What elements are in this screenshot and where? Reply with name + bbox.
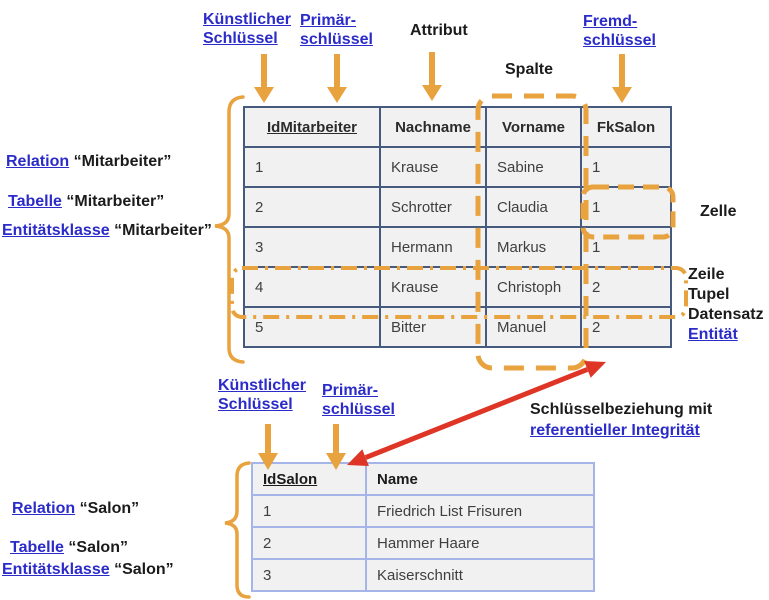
- salon-table: IdSalon Name 1 Friedrich List Frisuren 2…: [251, 462, 595, 592]
- key-relationship-line1: Schlüsselbeziehung mit: [530, 401, 713, 418]
- table-row: 2 Hammer Haare: [251, 526, 595, 560]
- cell: 2: [251, 526, 367, 560]
- cell: Bitter: [379, 306, 487, 348]
- tabelle-link[interactable]: Tabelle: [10, 539, 64, 556]
- relation-link[interactable]: Relation: [6, 153, 70, 170]
- row-synonyms-label: Zeile Tupel Datensatz Entität: [688, 265, 764, 345]
- column-header-vorname: Vorname: [485, 106, 582, 148]
- key-relationship-label: Schlüsselbeziehung mit referentieller In…: [530, 399, 712, 441]
- column-header-nachname: Nachname: [379, 106, 487, 148]
- label-line: Primär-: [300, 12, 357, 29]
- cell: Kaiserschnitt: [365, 558, 595, 592]
- table-header-row: IdSalon Name: [251, 462, 595, 496]
- mitarbeiter-brace: [214, 95, 245, 364]
- entitaetsklasse-name: “Salon”: [114, 561, 174, 578]
- column-header-label: IdSalon: [263, 470, 318, 488]
- primaerschluessel-link[interactable]: Primär- schlüssel: [300, 11, 373, 49]
- entitaetsklasse-salon-label: Entitätsklasse “Salon”: [2, 560, 174, 579]
- cell: Krause: [379, 266, 487, 308]
- cell: 1: [580, 146, 672, 188]
- entitaetsklasse-link[interactable]: Entitätsklasse: [2, 561, 110, 578]
- label-line: Künstlicher: [218, 377, 307, 394]
- tabelle-name: “Mitarbeiter”: [66, 193, 165, 210]
- table-row: 4 Krause Christoph 2: [243, 266, 672, 308]
- cell: Schrotter: [379, 186, 487, 228]
- cell: Sabine: [485, 146, 582, 188]
- tabelle-salon-label: Tabelle “Salon”: [10, 538, 128, 557]
- mitarbeiter-table: IdMitarbeiter Nachname Vorname FkSalon 1…: [243, 106, 672, 348]
- primaerschluessel-salon-link[interactable]: Primär- schlüssel: [322, 381, 395, 419]
- table-row: 3 Hermann Markus 1: [243, 226, 672, 268]
- datensatz-label: Datensatz: [688, 306, 764, 323]
- relation-link[interactable]: Relation: [12, 500, 76, 517]
- kuenstlicher-schluessel-arrow: [254, 54, 274, 103]
- cell: 2: [243, 186, 381, 228]
- cell: Claudia: [485, 186, 582, 228]
- relation-mitarbeiter-label: Relation “Mitarbeiter”: [6, 152, 171, 171]
- cell: Christoph: [485, 266, 582, 308]
- table-row: 2 Schrotter Claudia 1: [243, 186, 672, 228]
- label-line: Primär-: [322, 382, 379, 399]
- cell: Hermann: [379, 226, 487, 268]
- tabelle-mitarbeiter-label: Tabelle “Mitarbeiter”: [8, 192, 164, 211]
- table-row: 1 Friedrich List Frisuren: [251, 494, 595, 528]
- column-header-fksalon: FkSalon: [580, 106, 672, 148]
- label-line: schlüssel: [322, 401, 395, 418]
- tabelle-link[interactable]: Tabelle: [8, 193, 62, 210]
- column-header-label: IdMitarbeiter: [266, 118, 357, 136]
- cell: 3: [243, 226, 381, 268]
- salon-brace: [224, 461, 251, 599]
- cell: 2: [580, 266, 672, 308]
- primaerschluessel-arrow: [327, 54, 347, 103]
- cell: Markus: [485, 226, 582, 268]
- attribut-arrow: [422, 52, 442, 101]
- cell: 1: [251, 494, 367, 528]
- zelle-label: Zelle: [700, 203, 737, 220]
- cell: Friedrich List Frisuren: [365, 494, 595, 528]
- tabelle-name: “Salon”: [68, 539, 128, 556]
- column-header-idsalon: IdSalon: [251, 462, 367, 496]
- label-line: Fremd-: [583, 13, 638, 30]
- kuenstlicher-schluessel-salon-link[interactable]: Künstlicher Schlüssel: [218, 376, 306, 414]
- entitaetsklasse-name: “Mitarbeiter”: [114, 222, 212, 239]
- cell: 1: [580, 226, 672, 268]
- cell: 2: [580, 306, 672, 348]
- label-line: Künstlicher: [203, 11, 292, 28]
- cell: 1: [243, 146, 381, 188]
- relation-name: “Mitarbeiter”: [73, 153, 172, 170]
- tupel-label: Tupel: [688, 286, 730, 303]
- kuenstlicher-schluessel-link[interactable]: Künstlicher Schlüssel: [203, 10, 291, 48]
- fremdschluessel-arrow: [612, 54, 632, 103]
- cell: 3: [251, 558, 367, 592]
- table-row: 3 Kaiserschnitt: [251, 558, 595, 592]
- entitaetsklasse-link[interactable]: Entitätsklasse: [2, 222, 110, 239]
- cell: Manuel: [485, 306, 582, 348]
- zeile-label: Zeile: [688, 266, 725, 283]
- referential-integrity-link[interactable]: referentieller Integrität: [530, 422, 700, 439]
- cell: 4: [243, 266, 381, 308]
- entitaetsklasse-mitarbeiter-label: Entitätsklasse “Mitarbeiter”: [2, 221, 212, 240]
- cell: 5: [243, 306, 381, 348]
- label-line: schlüssel: [583, 32, 656, 49]
- column-header-name: Name: [365, 462, 595, 496]
- cell: 1: [580, 186, 672, 228]
- label-line: Schlüssel: [203, 30, 278, 47]
- cell: Krause: [379, 146, 487, 188]
- label-line: schlüssel: [300, 31, 373, 48]
- column-header-idmitarbeiter: IdMitarbeiter: [243, 106, 381, 148]
- spalte-label: Spalte: [505, 61, 554, 78]
- table-row: 5 Bitter Manuel 2: [243, 306, 672, 348]
- entitaet-link[interactable]: Entität: [688, 326, 738, 343]
- relation-name: “Salon”: [79, 500, 140, 517]
- label-line: Schlüssel: [218, 396, 293, 413]
- attribut-label: Attribut: [410, 22, 468, 39]
- table-header-row: IdMitarbeiter Nachname Vorname FkSalon: [243, 106, 672, 148]
- cell: Hammer Haare: [365, 526, 595, 560]
- relation-salon-label: Relation “Salon”: [12, 499, 139, 518]
- table-row: 1 Krause Sabine 1: [243, 146, 672, 188]
- fremdschluessel-link[interactable]: Fremd- schlüssel: [583, 12, 656, 50]
